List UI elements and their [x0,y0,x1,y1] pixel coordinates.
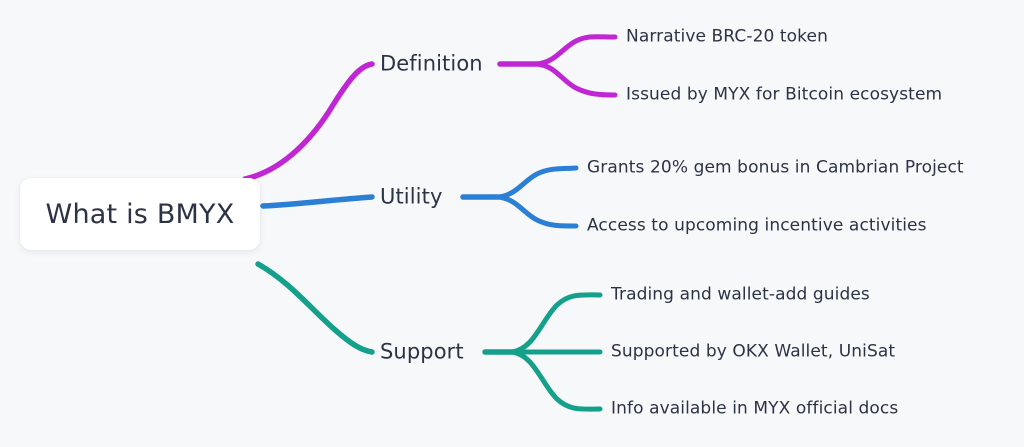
edge-utility-to-leaf-2 [495,194,579,229]
edge-utility-to-leaf-1 [495,165,579,200]
branch-label-support: Support [380,339,464,364]
branch-node-utility[interactable]: Utility [380,184,443,209]
leaf-label-narrative-brc20-token: Narrative BRC-20 token [626,26,828,47]
edge-root-to-support [255,261,375,355]
leaf-node-wallet-support[interactable]: Supported by OKX Wallet, UniSat [611,341,896,362]
leaf-node-trading-guides[interactable]: Trading and wallet-add guides [611,284,870,305]
edge-definition-to-leaf-2 [534,61,618,98]
root-node[interactable]: What is BMYX [20,178,260,250]
edge-definition-to-leaf-1 [534,34,618,67]
edge-root-to-utility [260,194,375,209]
root-node-label: What is BMYX [45,198,235,230]
edge-support-to-leaf-3 [509,349,603,412]
leaf-node-narrative-brc20-token[interactable]: Narrative BRC-20 token [626,26,828,47]
leaf-label-issued-by-myx: Issued by MYX for Bitcoin ecosystem [626,84,943,105]
branch-label-utility: Utility [380,184,443,209]
leaf-label-gem-bonus: Grants 20% gem bonus in Cambrian Project [587,157,964,178]
branch-node-support[interactable]: Support [380,339,464,364]
branch-node-definition[interactable]: Definition [380,51,483,76]
leaf-node-incentive-activities[interactable]: Access to upcoming incentive activities [587,215,927,236]
leaf-node-issued-by-myx[interactable]: Issued by MYX for Bitcoin ecosystem [626,84,943,105]
edge-support-to-leaf-1 [509,292,603,355]
leaf-label-incentive-activities: Access to upcoming incentive activities [587,215,927,236]
leaf-label-trading-guides: Trading and wallet-add guides [611,284,870,305]
edge-root-to-definition [242,61,375,182]
branch-label-definition: Definition [380,51,483,76]
leaf-label-official-docs: Info available in MYX official docs [611,398,899,419]
leaf-node-gem-bonus[interactable]: Grants 20% gem bonus in Cambrian Project [587,157,964,178]
leaf-node-official-docs[interactable]: Info available in MYX official docs [611,398,899,419]
leaf-label-wallet-support: Supported by OKX Wallet, UniSat [611,341,896,362]
